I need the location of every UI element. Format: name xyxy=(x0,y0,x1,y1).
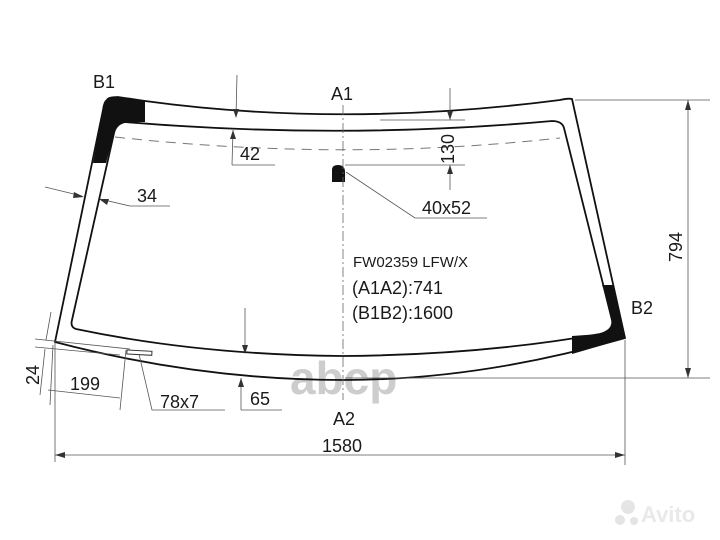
avito-logo-dot-1 xyxy=(621,500,635,514)
dim-24-line-bottom xyxy=(39,348,46,396)
dim-130-arrowhead2 xyxy=(447,165,453,174)
a1a2-measure: (A1A2):741 xyxy=(352,278,443,298)
avito-logo-dot-2 xyxy=(615,515,625,525)
avito-logo-dot-3 xyxy=(630,517,638,525)
b2-frit-block xyxy=(572,285,625,354)
dim-199-label: 199 xyxy=(70,374,100,394)
b1b2-measure: (B1B2):1600 xyxy=(352,303,453,323)
vin-window-leader xyxy=(138,353,225,411)
vin-window-label: 78x7 xyxy=(160,392,199,412)
glass-inner-edge xyxy=(70,120,614,357)
dim-42-label: 42 xyxy=(240,144,260,164)
dim-130-arrowhead xyxy=(447,111,453,120)
dim-130-label: 130 xyxy=(438,134,458,164)
dim-65-arrowhead2 xyxy=(238,378,244,387)
avito-logo: Avito xyxy=(615,500,695,527)
dim-24-ext-top xyxy=(34,338,131,350)
avito-logo-text: Avito xyxy=(641,502,695,527)
shade-band-line xyxy=(114,136,561,151)
dim-42-arrowhead xyxy=(233,109,239,118)
point-b2-label: B2 xyxy=(631,298,653,318)
point-a2-label: A2 xyxy=(333,409,355,429)
part-code: FW02359 LFW/X xyxy=(353,254,468,271)
dim-199-ext-left xyxy=(49,344,54,406)
dim-199-ext-right xyxy=(119,349,127,411)
dim-794-label: 794 xyxy=(666,232,686,262)
dim-1580-label: 1580 xyxy=(322,436,362,456)
sensor-pad xyxy=(332,165,345,182)
dim-34-leader xyxy=(99,198,170,207)
dim-34-arrowhead xyxy=(73,192,84,198)
dim-24-ext-bottom xyxy=(34,346,121,356)
sensor-size-leader xyxy=(345,171,487,219)
dim-65-label: 65 xyxy=(250,389,270,409)
sensor-size-label: 40x52 xyxy=(422,198,471,218)
dim-199-line xyxy=(47,389,121,399)
dim-42-arrowhead2 xyxy=(230,130,236,139)
point-b1-label: B1 xyxy=(93,72,115,92)
dim-24-line-top xyxy=(45,311,52,341)
dim-24-label: 24 xyxy=(23,365,43,385)
point-a1-label: A1 xyxy=(331,84,353,104)
dim-34-arrowhead2 xyxy=(99,199,109,205)
b1-frit-block xyxy=(93,97,145,163)
dim-65-arrowhead xyxy=(242,345,248,354)
dim-34-label: 34 xyxy=(137,186,157,206)
